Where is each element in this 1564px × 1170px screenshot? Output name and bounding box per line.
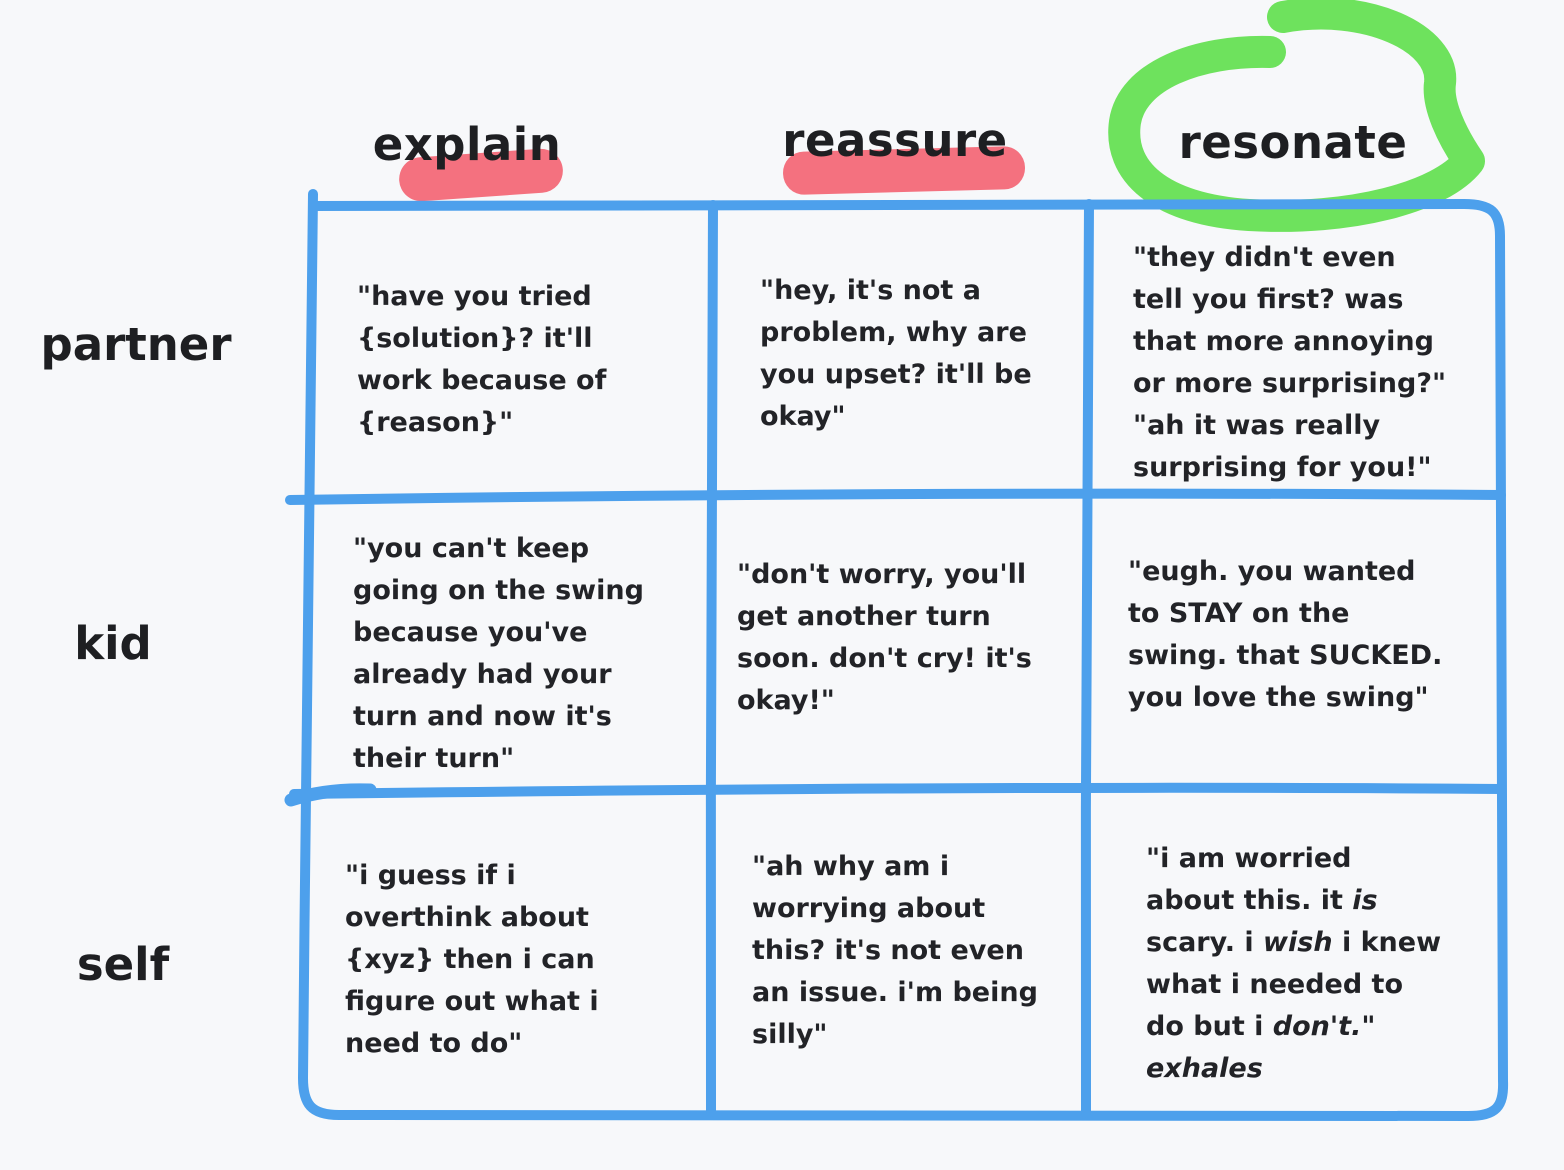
- cell-kid-explain: "you can't keep going on the swing becau…: [353, 533, 644, 774]
- row-label-partner: partner: [40, 318, 232, 371]
- cell-partner-reassure: "hey, it's not a problem, why are you up…: [760, 275, 1032, 432]
- column-header-reassure: reassure: [782, 114, 1008, 167]
- row-divider-2: [289, 782, 1506, 799]
- row-label-self: self: [76, 938, 170, 991]
- resonate-circle-annotation: [1108, 0, 1485, 232]
- column-divider-2: [1080, 199, 1094, 1118]
- cell-partner-resonate: "they didn't even tell you first? was th…: [1133, 242, 1447, 483]
- cell-self-reassure: "ah why am i worrying about this? it's n…: [752, 851, 1038, 1050]
- row-divider-1: [285, 488, 1506, 505]
- row-label-kid: kid: [74, 617, 152, 670]
- reassure-highlight: [783, 146, 1025, 195]
- column-header-resonate: resonate: [1178, 116, 1408, 169]
- cell-partner-explain: "have you tried {solution}? it'll work b…: [357, 281, 607, 438]
- cell-kid-resonate: "eugh. you wanted to STAY on the swing. …: [1128, 556, 1443, 713]
- column-header-explain: explain: [372, 118, 562, 171]
- cell-self-explain: "i guess if i overthink about {xyz} then…: [345, 860, 599, 1059]
- column-divider-1: [705, 200, 718, 1117]
- explain-highlight: [399, 148, 563, 202]
- grid-outline: [298, 189, 1509, 1122]
- row-divider-2-pen-start-stroke: [284, 783, 377, 807]
- cell-kid-reassure: "don't worry, you'll get another turn so…: [737, 559, 1032, 716]
- cell-self-resonate: "i am worried about this. it is scary. i…: [1146, 843, 1442, 1084]
